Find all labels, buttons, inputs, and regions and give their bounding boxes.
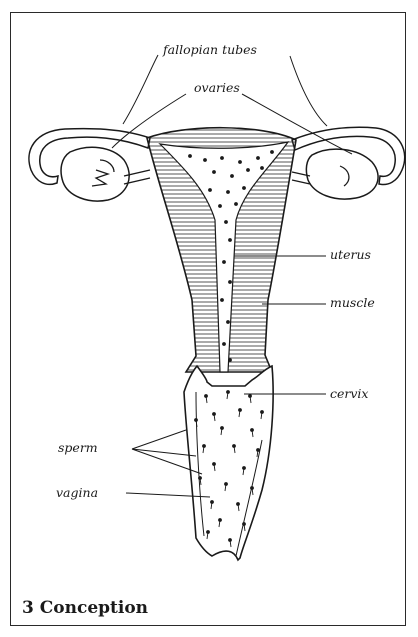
sperm-dot xyxy=(203,158,207,162)
sperm-dot xyxy=(222,260,226,264)
label-fallopian-tubes: fallopian tubes xyxy=(162,42,257,57)
sperm-dot xyxy=(188,154,192,158)
sperm-dot xyxy=(228,358,232,362)
sperm-dot xyxy=(218,204,222,208)
sperm-dot xyxy=(230,174,234,178)
label-cervix: cervix xyxy=(330,386,368,401)
left-ovary xyxy=(61,147,129,201)
leader-fallopian-right xyxy=(290,56,327,126)
label-uterus: uterus xyxy=(330,247,371,262)
sperm-dot xyxy=(222,342,226,346)
sperm-dot xyxy=(242,186,246,190)
label-muscle: muscle xyxy=(330,295,375,310)
sperm-dot xyxy=(224,220,228,224)
sperm-dot xyxy=(226,190,230,194)
sperm-dot xyxy=(234,202,238,206)
right-ovary xyxy=(306,149,378,199)
sperm-dot xyxy=(220,298,224,302)
sperm-dot xyxy=(246,168,250,172)
label-sperm: sperm xyxy=(58,440,98,455)
sperm-dot xyxy=(220,156,224,160)
leader-fallopian-left xyxy=(123,55,158,124)
sperm-dot xyxy=(226,320,230,324)
sperm-dot xyxy=(212,170,216,174)
sperm-dot xyxy=(228,280,232,284)
sperm-dot xyxy=(260,166,264,170)
vagina xyxy=(184,366,273,560)
label-vagina: vagina xyxy=(56,485,98,500)
sperm-dot xyxy=(238,160,242,164)
leader-sperm-1 xyxy=(132,430,186,449)
sperm-dot xyxy=(208,188,212,192)
sperm-dot xyxy=(228,238,232,242)
sperm-dot xyxy=(270,150,274,154)
label-ovaries: ovaries xyxy=(194,80,240,95)
figure-caption: 3 Conception xyxy=(22,598,148,618)
sperm-dot xyxy=(256,156,260,160)
